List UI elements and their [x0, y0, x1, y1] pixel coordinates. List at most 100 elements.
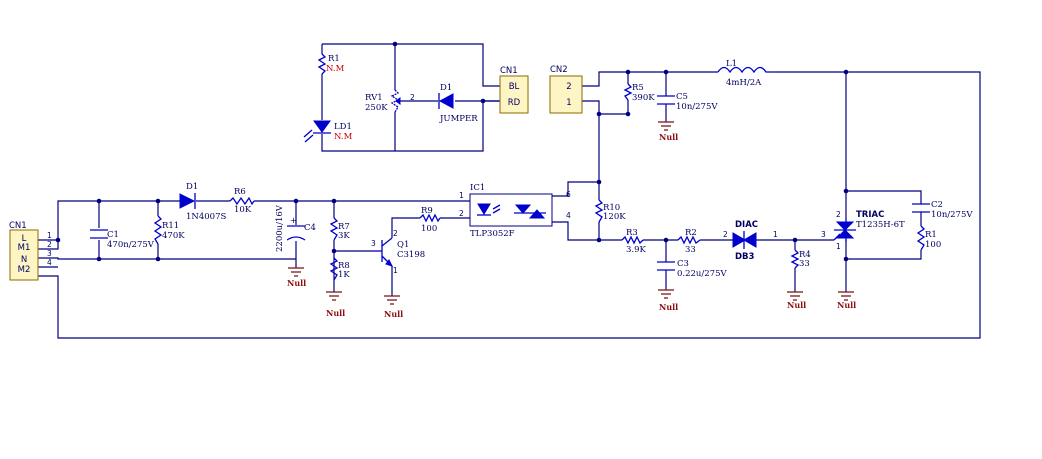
- r1-ref-label: R1: [925, 230, 937, 240]
- connector-cn1: CN1 L M1 N M2 1 2 3 4: [9, 221, 52, 281]
- d1-jumper-ref-label: D1: [440, 83, 452, 93]
- r6-value-label: 10K: [234, 205, 252, 215]
- d1-value-label: 1N4007S: [186, 212, 226, 222]
- r2-ref-label: R2: [685, 228, 697, 238]
- r9-value-label: 100: [421, 224, 437, 234]
- resistor-r4: R4 33: [790, 249, 811, 269]
- r9-ref-label: R9: [421, 206, 433, 216]
- r2-value-label: 33: [685, 245, 696, 255]
- d1-jumper-value-label: JUMPER: [439, 114, 478, 124]
- cn1-pin-m2: M2: [18, 265, 31, 275]
- resistor-r1: R1 100: [916, 225, 941, 251]
- l1-ref-label: L1: [726, 59, 737, 69]
- cn1-pin-m1: M1: [18, 243, 31, 253]
- q1-pin-3: 3: [371, 239, 376, 248]
- resistor-r6: R6 10K: [229, 187, 255, 215]
- resistor-r1-nm: R1 N.M: [317, 53, 345, 75]
- r8-ref-label: R8: [338, 261, 350, 271]
- ground-label-c3: Null: [659, 302, 678, 312]
- r1-top-value-label: N.M: [326, 64, 345, 74]
- ground-label-q1: Null: [384, 309, 403, 319]
- resistor-r5: R5 390K: [623, 83, 655, 103]
- capacitor-c3: C3 0.22u/275V: [657, 259, 727, 279]
- ground-label-c4: Null: [287, 278, 306, 288]
- r3-ref-label: R3: [626, 228, 638, 238]
- cn1-pin-number-2: 2: [47, 240, 52, 249]
- cn2-pin-1: 1: [566, 98, 571, 108]
- r8-value-label: 1K: [338, 270, 350, 280]
- inductor-l1: L1 4mH/2A: [717, 59, 770, 88]
- capacitor-c5: C5 10n/275V: [657, 92, 718, 112]
- c3-ref-label: C3: [677, 259, 689, 269]
- q1-pin-1: 1: [393, 266, 398, 275]
- c4-ref-label: C4: [304, 223, 316, 233]
- ground-label-r8: Null: [326, 308, 345, 318]
- cn1-top-pin-bl: BL: [509, 82, 520, 92]
- resistor-r8: R8 1K: [329, 257, 350, 281]
- r10-ref-label: R10: [603, 203, 620, 213]
- triac-pin-2: 2: [836, 210, 841, 219]
- c2-ref-label: C2: [931, 200, 943, 210]
- c4-plus-mark: +: [290, 216, 297, 226]
- cn1-pin-number-3: 3: [47, 249, 52, 258]
- triac-value-label: T1235H-6T: [856, 220, 905, 230]
- rv1-ref-label: RV1: [365, 93, 383, 103]
- resistor-r10: R10 120K: [594, 199, 626, 223]
- cn1-pin-number-1: 1: [47, 231, 52, 240]
- diac-value-label: DB3: [735, 252, 755, 262]
- c2-value-label: 10n/275V: [931, 210, 973, 220]
- cn1-ref-label: CN1: [9, 221, 27, 231]
- triac-pin-1: 1: [836, 242, 841, 251]
- r7-value-label: 3K: [338, 231, 350, 241]
- ground-q1: Null: [384, 295, 403, 319]
- rv1-pin-2: 2: [410, 93, 415, 102]
- ground-r4: Null: [787, 291, 806, 310]
- diac-pin-2: 2: [723, 230, 728, 239]
- ground-r8: Null: [326, 291, 345, 318]
- potentiometer-rv1: 2 RV1 250K: [365, 89, 415, 113]
- cn1-pin-number-4: 4: [47, 258, 52, 267]
- diode-d1: D1 1N4007S: [179, 182, 226, 222]
- transistor-q1: 3 2 1 Q1 C3198: [371, 229, 425, 275]
- ground-label-r4: Null: [787, 300, 806, 310]
- l1-value-label: 4mH/2A: [726, 78, 762, 88]
- ld1-value-label: N.M: [334, 132, 353, 142]
- r11-ref-label: R11: [162, 221, 179, 231]
- ic1-pin-2: 2: [459, 209, 464, 218]
- r1-top-ref-label: R1: [328, 54, 340, 64]
- r11-value-label: 470K: [162, 231, 185, 241]
- cn1-top-pin-rd: RD: [508, 98, 521, 108]
- c5-ref-label: C5: [676, 92, 688, 102]
- ic1-value-label: TLP3052F: [470, 229, 515, 239]
- r5-value-label: 390K: [632, 93, 655, 103]
- q1-ref-label: Q1: [397, 240, 409, 250]
- d1-ref-label: D1: [186, 182, 198, 192]
- ic1-pin-1: 1: [459, 191, 464, 200]
- led-ld1: LD1 N.M: [303, 120, 353, 143]
- junction-dots: [55, 41, 849, 262]
- triac-t1235h: 3 2 1 TRIAC T1235H-6T: [821, 210, 905, 251]
- r4-value-label: 33: [799, 259, 810, 269]
- q1-value-label: C3198: [397, 250, 425, 260]
- rv1-value-label: 250K: [365, 103, 388, 113]
- resistor-r3: R3 3.9K: [621, 228, 647, 255]
- diode-d1-jumper: D1 JUMPER: [438, 83, 478, 124]
- connector-cn2: CN2 2 1: [549, 65, 583, 114]
- capacitor-c4: + C4 2200u/16V: [275, 204, 316, 252]
- cn1-top-ref-label: CN1: [500, 66, 518, 76]
- triac-ref-label: TRIAC: [856, 210, 884, 220]
- cn2-pin-2: 2: [566, 82, 571, 92]
- ground-triac: Null: [837, 291, 856, 310]
- ground-c5: Null: [658, 121, 678, 142]
- ic1-ref-label: IC1: [470, 183, 485, 193]
- r6-ref-label: R6: [234, 187, 246, 197]
- c5-value-label: 10n/275V: [676, 102, 718, 112]
- ground-label-triac: Null: [837, 300, 856, 310]
- cn1-pin-n: N: [21, 255, 27, 265]
- resistor-r7: R7 3K: [329, 217, 350, 241]
- ic1-pin-6: 6: [566, 190, 571, 199]
- triac-pin-3: 3: [821, 230, 826, 239]
- ground-c4: Null: [287, 267, 306, 288]
- diac-ref-label: DIAC: [735, 220, 758, 230]
